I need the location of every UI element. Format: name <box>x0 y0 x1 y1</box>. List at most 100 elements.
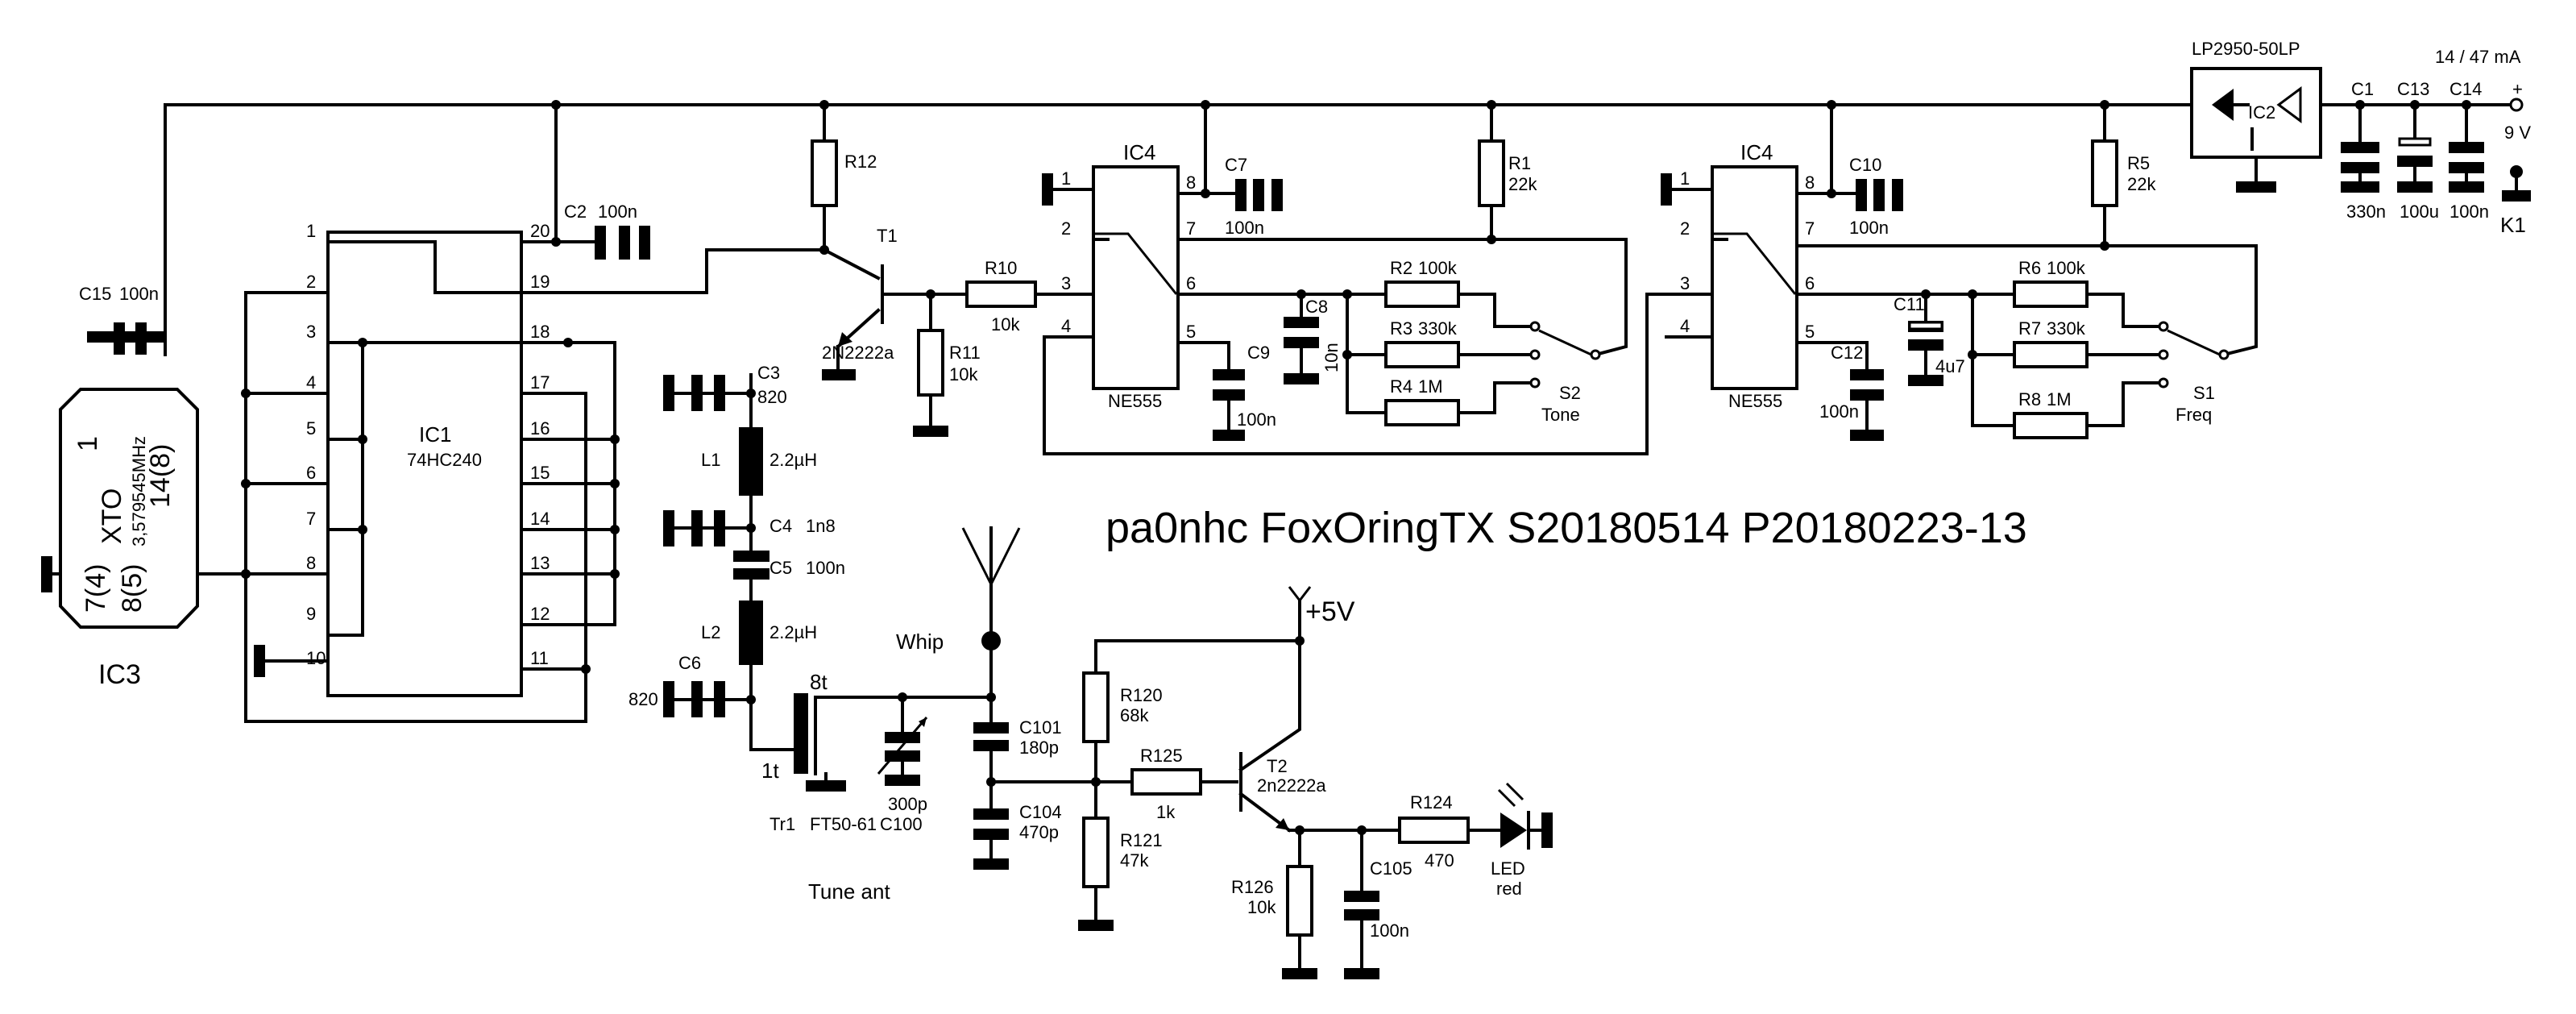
c7-value: 100n <box>1225 218 1264 238</box>
ic3-pin-8: 8(5) <box>117 564 147 613</box>
r126-ref: R126 <box>1231 877 1274 897</box>
ic2-ref: IC2 <box>2248 102 2275 123</box>
t1-stage <box>811 103 1095 437</box>
ic3-name: XTO <box>97 488 127 544</box>
s2-label: Tone <box>1541 405 1580 425</box>
r4-ref: R4 <box>1390 376 1412 397</box>
ic4b-pins-pin-6: 6 <box>1805 273 1815 293</box>
r2-value: 100k <box>1418 258 1458 278</box>
t2-ref: T2 <box>1267 756 1288 776</box>
c10-ref: C10 <box>1849 155 1881 175</box>
c105-value: 100n <box>1370 920 1409 941</box>
l2-ref: L2 <box>701 622 720 642</box>
r10-value: 10k <box>991 314 1020 335</box>
l1-ref: L1 <box>701 450 720 470</box>
c4-value: 1n8 <box>806 516 836 536</box>
c5-value: 100n <box>806 558 845 578</box>
s1-ref: S1 <box>2193 383 2215 403</box>
ic3-pin-7: 7(4) <box>81 564 111 613</box>
ic4a-pins-pin-2: 2 <box>1061 218 1071 239</box>
output-filter <box>584 373 795 751</box>
l2-value: 2.2µH <box>769 622 817 642</box>
c6-ref: C6 <box>678 653 701 673</box>
ic1-pin-7: 7 <box>306 509 316 529</box>
c101-value: 180p <box>1019 738 1059 758</box>
ic1-pin-14: 14 <box>530 509 550 529</box>
c6-value: 820 <box>628 689 658 709</box>
r124-ref: R124 <box>1410 792 1453 812</box>
ic4-tone-timer <box>1042 103 1649 455</box>
ic1-pin-18: 18 <box>530 322 550 342</box>
antenna-section <box>794 526 1097 870</box>
ic1-pin-3: 3 <box>306 322 316 342</box>
s2-ref: S2 <box>1559 383 1581 403</box>
ic4a-pins-pin-4: 4 <box>1061 316 1071 336</box>
ic3-pin-14: 14(8) <box>145 444 176 508</box>
r8-ref: R8 <box>2018 389 2041 409</box>
c5-ref: C5 <box>769 558 792 578</box>
c9-ref: C9 <box>1247 343 1270 363</box>
ic4b-pins-pin-2: 2 <box>1680 218 1690 239</box>
ic1-pin-9: 9 <box>306 604 316 624</box>
ic4b-ref: IC4 <box>1740 140 1773 164</box>
supply-current: 14 / 47 mA <box>2435 47 2521 67</box>
led-indicator-stage <box>1078 586 1553 979</box>
connector-k1: K1 <box>2500 213 2526 237</box>
ic4a-pins-pin-6: 6 <box>1186 273 1196 293</box>
ic4-freq-timer <box>1645 103 2258 441</box>
s1-label: Freq <box>2176 405 2212 425</box>
ic1-pin-11: 11 <box>530 648 549 668</box>
ic1-part: 74HC240 <box>407 450 482 470</box>
ic3-pin-1: 1 <box>73 436 103 451</box>
r3-ref: R3 <box>1390 318 1412 339</box>
r121-ref: R121 <box>1120 830 1163 850</box>
tune-ant-label: Tune ant <box>808 879 890 904</box>
r12-ref: R12 <box>844 152 877 172</box>
r10-ref: R10 <box>985 258 1017 278</box>
ic4a-pins-pin-7: 7 <box>1186 218 1196 239</box>
ic4a-pins-pin-1: 1 <box>1061 168 1071 189</box>
c7-ref: C7 <box>1225 155 1247 175</box>
r121-value: 47k <box>1120 850 1149 871</box>
ic3-ref: IC3 <box>98 659 141 690</box>
ic2-part: LP2950-50LP <box>2192 39 2300 59</box>
c3-value: 820 <box>757 387 787 407</box>
r120-value: 68k <box>1120 705 1149 725</box>
c8-value: 10n <box>1321 343 1342 372</box>
r6-value: 100k <box>2047 258 2086 278</box>
t2-part: 2n2222a <box>1257 775 1326 796</box>
ic4b-part: NE555 <box>1728 391 1782 411</box>
ic1-pin-6: 6 <box>306 463 316 483</box>
ic1-pin-16: 16 <box>530 418 550 438</box>
whip-label: Whip <box>896 630 944 654</box>
supply-plus: + <box>2512 79 2523 99</box>
c10-value: 100n <box>1849 218 1889 238</box>
r120-ref: R120 <box>1120 685 1163 705</box>
ic1-pin-19: 19 <box>530 272 550 292</box>
ic1-pin-1: 1 <box>306 221 316 241</box>
ic4b-pins-pin-5: 5 <box>1805 322 1815 342</box>
c100-ref: C100 <box>880 814 923 834</box>
c101-ref: C101 <box>1019 717 1062 738</box>
ic1-pin-5: 5 <box>306 418 316 438</box>
ic1-pin-12: 12 <box>530 604 550 624</box>
tr1-primary-turns: 8t <box>810 670 828 694</box>
ic3-crystal-oscillator: 1 14(8) XTO 3,579545MHz 7(4) 8(5) IC3 <box>41 305 251 690</box>
supply-voltage: 9 V <box>2504 123 2531 143</box>
r5-value: 22k <box>2127 174 2156 194</box>
ic4a-pins-pin-8: 8 <box>1186 172 1196 193</box>
ic3-freq: 3,579545MHz <box>129 436 149 546</box>
r8-value: 1M <box>2047 389 2072 409</box>
ic4b-pins-pin-4: 4 <box>1680 316 1690 336</box>
c13-ref: C13 <box>2397 79 2429 99</box>
c11-ref: C11 <box>1894 294 1925 314</box>
ic1-pin-17: 17 <box>530 372 550 393</box>
r6-ref: R6 <box>2018 258 2041 278</box>
ic1-ref: IC1 <box>419 422 451 447</box>
r4-value: 1M <box>1418 376 1443 397</box>
r125-ref: R125 <box>1140 746 1183 766</box>
